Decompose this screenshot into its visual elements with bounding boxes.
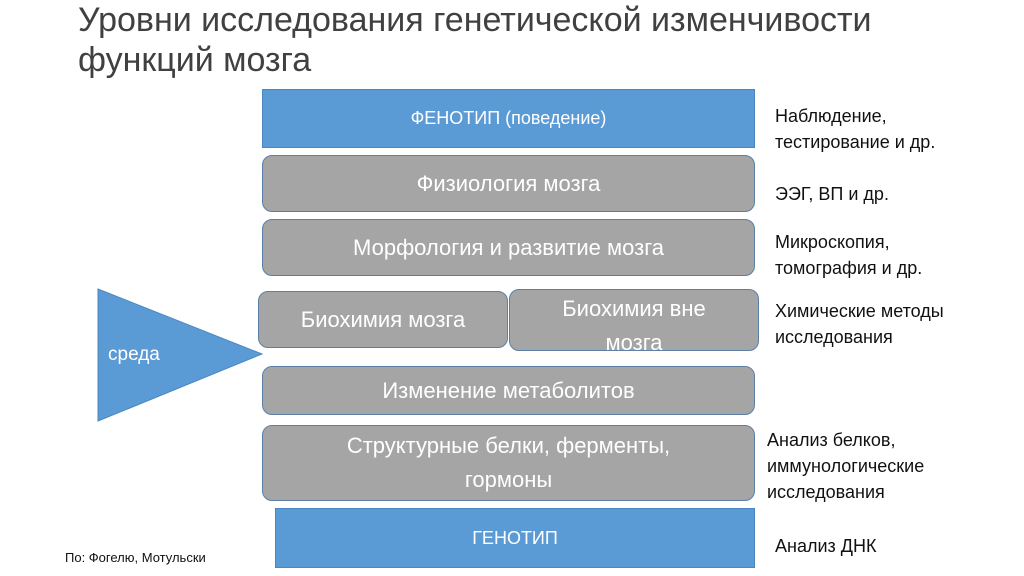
slide-title: Уровни исследования генетической изменчи… [78, 1, 872, 79]
method-proteins: Анализ белков, иммунологические исследов… [767, 430, 925, 502]
method-genotype: Анализ ДНК [775, 536, 877, 556]
metabolites-box: Изменение метаболитов [262, 366, 755, 415]
environment-label: среда [108, 344, 160, 365]
biochem-brain-box: Биохимия мозга [258, 291, 508, 348]
genotype-box: ГЕНОТИП [275, 508, 755, 568]
phenotype-box: ФЕНОТИП (поведение) [262, 89, 755, 148]
physiology-box: Физиология мозга [262, 155, 755, 212]
morphology-box: Морфология и развитие мозга [262, 219, 755, 276]
biochem-outside-box: Биохимия вне мозга [509, 289, 759, 351]
source-note: По: Фогелю, Мотульски [65, 550, 206, 565]
method-biochem: Химические методы исследования [775, 301, 944, 347]
method-phenotype: Наблюдение, тестирование и др. [775, 106, 936, 152]
method-physiology: ЭЭГ, ВП и др. [775, 184, 889, 204]
method-morphology: Микроскопия, томография и др. [775, 232, 923, 278]
proteins-box: Структурные белки, ферменты, гормоны [262, 425, 755, 501]
